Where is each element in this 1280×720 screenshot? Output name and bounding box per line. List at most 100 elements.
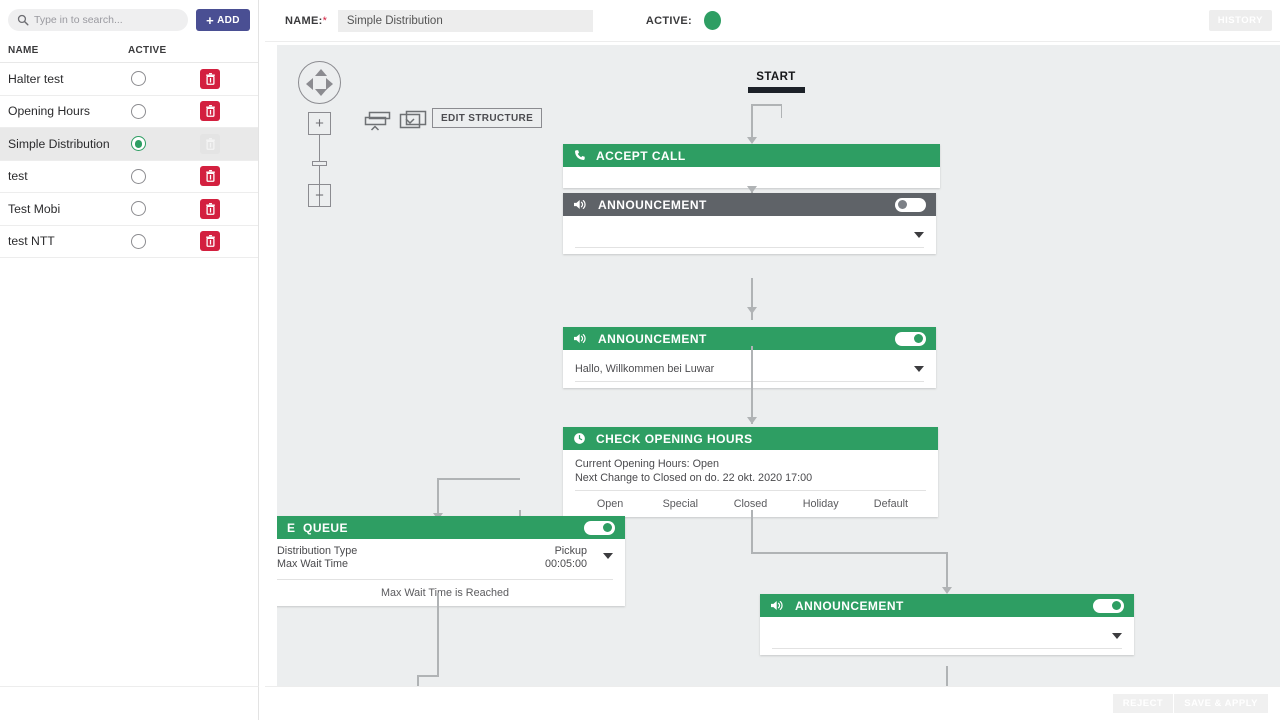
node-enable-toggle[interactable] xyxy=(895,331,926,346)
speaker-icon xyxy=(573,332,588,345)
pan-left-icon[interactable] xyxy=(306,77,313,90)
flow-canvas[interactable]: + − EDIT STRUCTURE START xyxy=(277,45,1280,686)
delete-cell xyxy=(200,68,250,89)
delete-button[interactable] xyxy=(200,68,220,89)
queue-parameters[interactable]: Distribution Type Pickup Max Wait Time 0… xyxy=(277,539,625,575)
node-enable-toggle[interactable] xyxy=(1093,598,1124,613)
connector-segment xyxy=(437,593,439,677)
queue-value: 00:05:00 xyxy=(544,558,587,570)
node-announcement-2[interactable]: ANNOUNCEMENT Hallo, Willkommen bei Luwar xyxy=(563,327,936,388)
node-body xyxy=(563,167,940,188)
connector-segment xyxy=(946,552,948,591)
name-label: NAME: xyxy=(285,14,323,27)
node-body: Current Opening Hours: Open Next Change … xyxy=(563,450,938,517)
opening-hours-tabs: Open Special Closed Holiday Default xyxy=(575,490,926,517)
chevron-down-icon[interactable] xyxy=(1112,633,1122,639)
chevron-down-icon[interactable] xyxy=(603,553,613,559)
node-check-opening-hours[interactable]: CHECK OPENING HOURS Current Opening Hour… xyxy=(563,427,938,517)
active-radio[interactable] xyxy=(131,233,146,249)
clock-icon xyxy=(573,432,586,445)
pan-control[interactable] xyxy=(298,61,341,104)
node-header: ANNOUNCEMENT xyxy=(563,193,936,216)
delete-button[interactable] xyxy=(200,198,220,219)
pan-right-icon[interactable] xyxy=(326,77,333,90)
zoom-out-button[interactable]: − xyxy=(308,184,331,207)
connector-segment xyxy=(751,104,782,106)
search-input[interactable] xyxy=(8,9,188,31)
tab-holiday[interactable]: Holiday xyxy=(802,498,839,510)
opening-hours-status: Current Opening Hours: Open Next Change … xyxy=(563,450,938,490)
queue-key: Max Wait Time xyxy=(277,558,348,570)
chevron-down-icon[interactable] xyxy=(914,232,924,238)
node-enable-toggle[interactable] xyxy=(895,197,926,212)
active-radio[interactable] xyxy=(131,201,146,217)
pan-down-icon[interactable] xyxy=(314,89,327,96)
list-item-label: Halter test xyxy=(8,71,64,86)
delete-button[interactable] xyxy=(200,101,220,122)
top-bar: NAME: * ACTIVE: HISTORY xyxy=(265,0,1280,42)
announcement-select[interactable]: Hallo, Willkommen bei Luwar xyxy=(575,356,924,382)
connector-segment xyxy=(417,675,419,686)
node-accept-call[interactable]: ACCEPT CALL xyxy=(563,144,940,188)
connector-segment xyxy=(437,478,520,480)
zoom-thumb[interactable] xyxy=(312,161,327,166)
edit-structure-button[interactable]: EDIT STRUCTURE xyxy=(432,108,543,128)
active-radio[interactable] xyxy=(131,103,146,119)
collapse-stack-icon[interactable] xyxy=(363,109,393,138)
start-bar xyxy=(747,87,805,93)
active-cell xyxy=(128,71,200,87)
list-item[interactable]: Simple Distribution xyxy=(0,128,258,161)
active-cell xyxy=(128,168,200,184)
list-item-label: Test Mobi xyxy=(8,201,61,216)
active-label: ACTIVE: xyxy=(645,14,692,27)
next-change: Next Change to Closed on do. 22 okt. 202… xyxy=(575,471,813,484)
active-status-indicator[interactable] xyxy=(703,11,721,30)
tab-default[interactable]: Default xyxy=(873,498,909,510)
expand-stack-icon[interactable] xyxy=(398,109,428,138)
list-item[interactable]: test xyxy=(0,161,258,193)
reject-button[interactable]: REJECT xyxy=(1112,694,1174,713)
tab-open[interactable]: Open xyxy=(596,498,624,510)
add-button[interactable]: + ADD xyxy=(196,9,250,31)
sidebar-toolbar: + ADD xyxy=(0,0,258,39)
zoom-slider[interactable]: + − xyxy=(308,112,331,207)
node-queue[interactable]: E QUEUE Distribution Type Pickup Max Wai… xyxy=(277,516,625,606)
node-title: E QUEUE xyxy=(287,520,348,535)
node-body xyxy=(563,216,936,254)
delete-cell xyxy=(200,198,250,219)
list-item[interactable]: Opening Hours xyxy=(0,96,258,128)
node-title: CHECK OPENING HOURS xyxy=(596,431,753,446)
list-item[interactable]: test NTT xyxy=(0,226,258,258)
list-item[interactable]: Test Mobi xyxy=(0,193,258,226)
delete-button[interactable] xyxy=(200,231,220,252)
active-radio[interactable] xyxy=(131,136,146,152)
zoom-in-button[interactable]: + xyxy=(308,112,331,135)
tab-closed[interactable]: Closed xyxy=(733,498,768,510)
history-button[interactable]: HISTORY xyxy=(1208,10,1272,31)
connector-segment xyxy=(751,278,753,320)
footer-bar: REJECT SAVE & APPLY xyxy=(265,686,1280,720)
node-enable-toggle[interactable] xyxy=(584,520,615,535)
save-and-apply-button[interactable]: SAVE & APPLY xyxy=(1174,694,1268,713)
pan-up-icon[interactable] xyxy=(314,69,327,76)
name-input[interactable] xyxy=(337,9,593,32)
speaker-icon xyxy=(573,198,588,211)
list-item[interactable]: Halter test xyxy=(0,63,258,96)
announcement-select[interactable] xyxy=(772,623,1122,649)
node-announcement-3[interactable]: ANNOUNCEMENT xyxy=(760,594,1134,655)
list-item-label: test xyxy=(8,169,28,184)
node-body: Distribution Type Pickup Max Wait Time 0… xyxy=(277,539,625,606)
node-announcement-1[interactable]: ANNOUNCEMENT xyxy=(563,193,936,254)
active-radio[interactable] xyxy=(131,71,146,87)
announcement-select[interactable] xyxy=(575,222,924,248)
active-radio[interactable] xyxy=(131,168,146,184)
chevron-down-icon[interactable] xyxy=(914,366,924,372)
active-cell xyxy=(128,201,200,217)
delete-cell xyxy=(200,166,250,187)
connector-segment xyxy=(946,666,948,686)
announcement-select-value: Hallo, Willkommen bei Luwar xyxy=(575,362,715,375)
tab-special[interactable]: Special xyxy=(662,498,699,510)
sidebar-footer xyxy=(0,686,259,720)
delete-button[interactable] xyxy=(200,166,220,187)
